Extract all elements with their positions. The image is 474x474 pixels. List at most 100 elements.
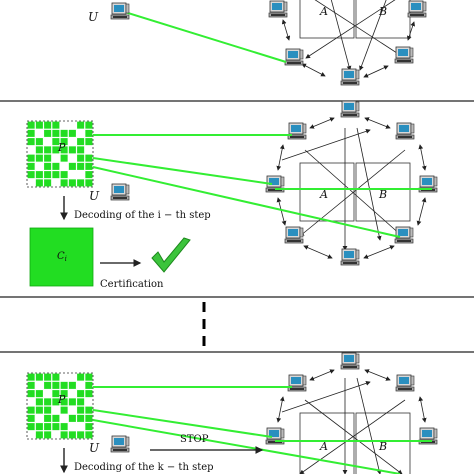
matrix-cell <box>27 171 35 179</box>
matrix-cell <box>52 171 60 179</box>
network-ring-arrows <box>276 117 427 259</box>
matrix-cell <box>52 381 60 389</box>
matrix-cell <box>85 423 93 431</box>
matrix-cell <box>60 129 68 137</box>
certificate-block <box>29 227 94 287</box>
matrix-cell <box>35 146 43 154</box>
matrix-cell <box>85 373 93 381</box>
stop-text: STOP <box>180 434 209 445</box>
matrix-cell <box>77 390 85 398</box>
computer-terminal-icon <box>407 0 427 18</box>
matrix-cell <box>44 381 52 389</box>
network-nodes <box>268 0 427 86</box>
matrix-cell <box>60 381 68 389</box>
matrix-cell <box>60 431 68 439</box>
matrix-cell <box>77 154 85 162</box>
matrix-cells <box>27 373 93 439</box>
matrix-p: P <box>26 372 94 440</box>
network-boxes: A B <box>299 162 411 222</box>
beams <box>92 386 432 474</box>
matrix-label: P <box>57 393 66 406</box>
box-label-a: A <box>319 5 328 18</box>
beams <box>92 134 432 238</box>
matrix-cell <box>77 398 85 406</box>
matrix-cell <box>77 146 85 154</box>
matrix-cell <box>60 423 68 431</box>
matrix-cell <box>85 171 93 179</box>
matrix-cell <box>27 406 35 414</box>
matrix-cell <box>27 154 35 162</box>
network-ring-arrows <box>276 369 427 423</box>
matrix-cell <box>52 398 60 406</box>
matrix-cell <box>60 398 68 406</box>
matrix-cell <box>77 179 85 187</box>
matrix-cell <box>35 121 43 129</box>
box-label-b: B <box>378 188 387 201</box>
network-cross-links <box>281 127 406 251</box>
matrix-cell <box>44 423 52 431</box>
matrix-cell <box>77 373 85 381</box>
matrix-cell <box>44 129 52 137</box>
computer-terminal-icon <box>340 248 360 266</box>
matrix-cell <box>52 138 60 146</box>
matrix-cell <box>60 406 68 414</box>
bottom-panel: A B P <box>26 352 438 474</box>
matrix-p: P <box>26 120 94 188</box>
matrix-cell <box>77 138 85 146</box>
matrix-cell <box>85 154 93 162</box>
user-label-top: U <box>88 10 99 24</box>
matrix-cell <box>85 162 93 170</box>
computer-terminal-icon <box>284 226 304 244</box>
matrix-cell <box>85 179 93 187</box>
matrix-cell <box>77 162 85 170</box>
matrix-cell <box>77 406 85 414</box>
matrix-cell <box>35 390 43 398</box>
matrix-cell <box>60 171 68 179</box>
box-label-b: B <box>378 440 387 453</box>
computer-terminal-icon <box>284 48 304 66</box>
matrix-cell <box>52 414 60 422</box>
matrix-cell <box>60 146 68 154</box>
top-network: A B <box>268 0 427 86</box>
matrix-cell <box>44 121 52 129</box>
matrix-cell <box>60 154 68 162</box>
matrix-cell <box>68 179 76 187</box>
computer-terminal-icon <box>110 435 130 453</box>
matrix-cell <box>27 390 35 398</box>
matrix-cell <box>27 373 35 381</box>
matrix-cell <box>27 423 35 431</box>
matrix-cell <box>44 154 52 162</box>
matrix-cell <box>35 431 43 439</box>
matrix-cells <box>27 121 93 187</box>
top-panel: A B U <box>88 0 427 86</box>
matrix-cell <box>27 162 35 170</box>
network-ring-arrows <box>281 19 416 78</box>
user-label: U <box>89 189 100 203</box>
matrix-cell <box>27 129 35 137</box>
certification-text: Certification <box>100 279 164 290</box>
matrix-cell <box>68 381 76 389</box>
matrix-cell <box>44 406 52 414</box>
matrix-cell <box>35 423 43 431</box>
checkmark-icon <box>151 237 191 273</box>
computer-terminal-icon <box>395 374 415 392</box>
matrix-cell <box>35 154 43 162</box>
matrix-cell <box>52 121 60 129</box>
matrix-cell <box>68 431 76 439</box>
computer-terminal-icon <box>340 68 360 86</box>
matrix-cell <box>27 414 35 422</box>
computer-terminal-icon <box>394 226 414 244</box>
matrix-cell <box>85 390 93 398</box>
matrix-cell <box>44 398 52 406</box>
matrix-cell <box>68 129 76 137</box>
matrix-cell <box>77 414 85 422</box>
matrix-cell <box>85 414 93 422</box>
matrix-cell <box>44 146 52 154</box>
decoding-text: Decoding of the k − th step <box>74 462 214 473</box>
network-boxes: A B <box>299 412 411 474</box>
computer-terminal-icon <box>268 0 288 18</box>
computer-terminal-icon <box>395 122 415 140</box>
matrix-cell <box>68 398 76 406</box>
network-boxes: A B <box>299 0 411 39</box>
